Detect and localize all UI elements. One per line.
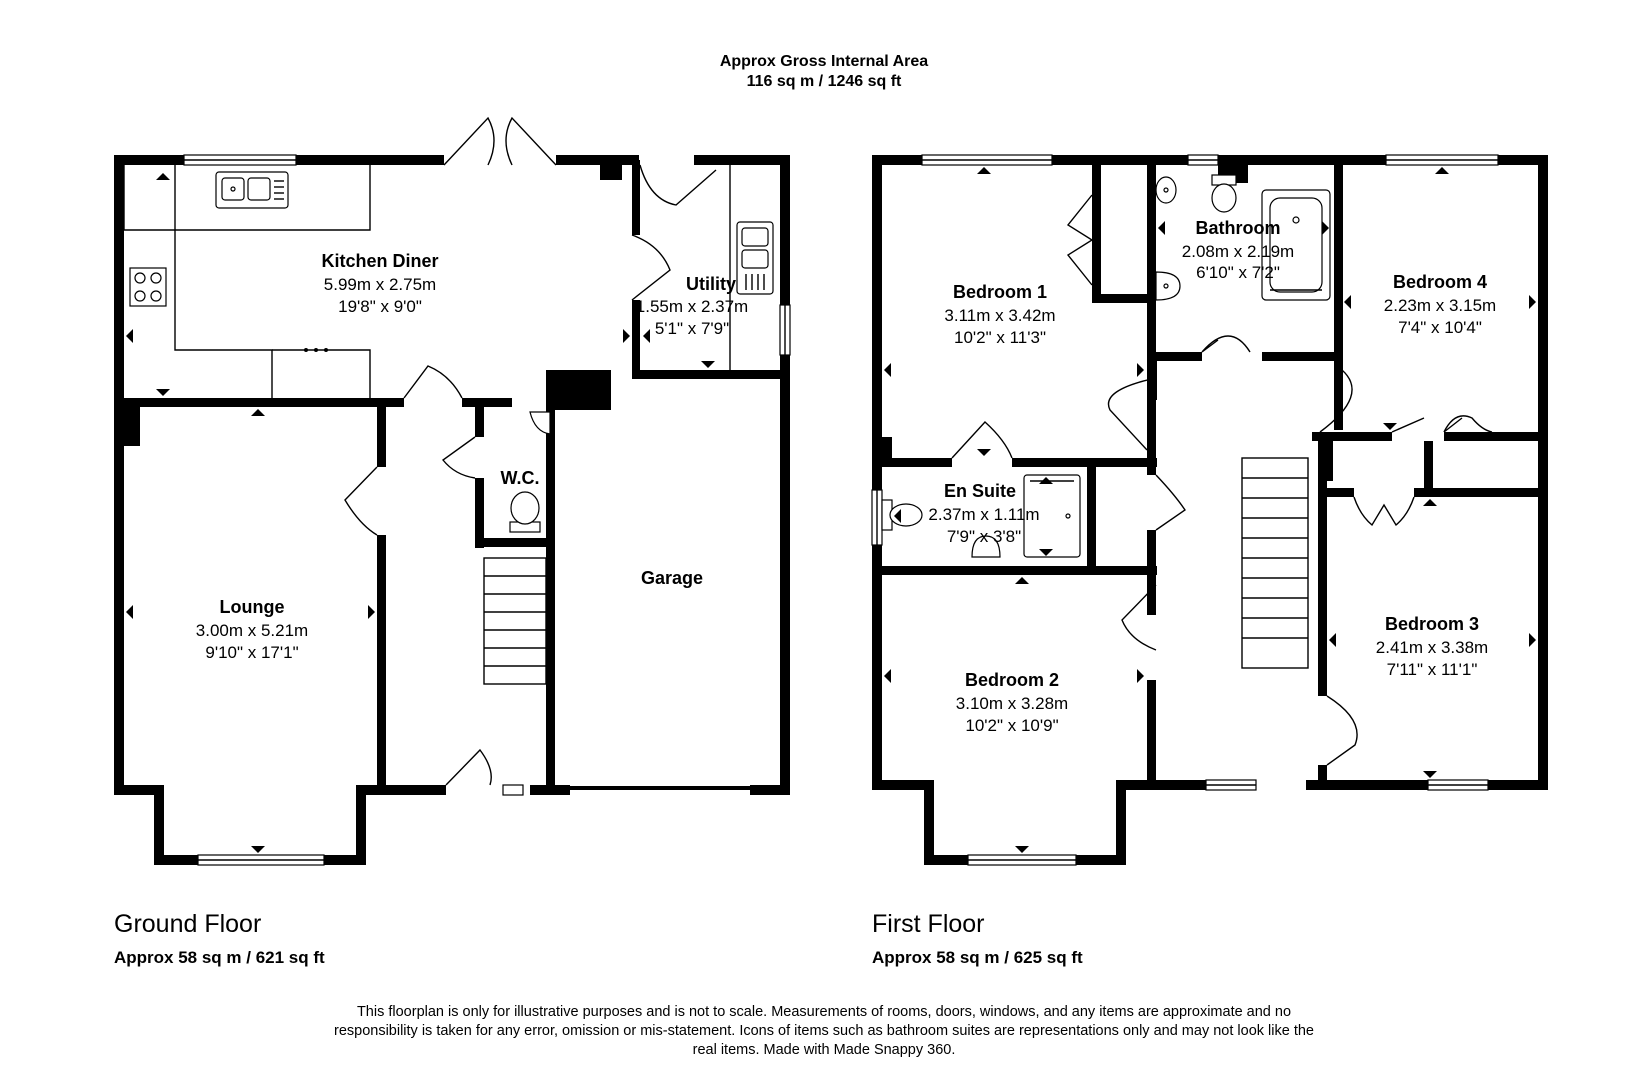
kitchen-diner-label: Kitchen Diner xyxy=(321,251,438,271)
ground-floor-area: Approx 58 sq m / 621 sq ft xyxy=(114,948,325,967)
bedroom-4-metric: 2.23m x 3.15m xyxy=(1384,296,1496,315)
utility-imperial: 5'1" x 7'9" xyxy=(655,319,729,338)
bedroom-3-imperial: 7'11" x 11'1" xyxy=(1387,660,1478,679)
bedroom-3-metric: 2.41m x 3.38m xyxy=(1376,638,1488,657)
gross-area-value: 116 sq m / 1246 sq ft xyxy=(746,73,902,90)
bathroom-imperial: 6'10" x 7'2" xyxy=(1196,263,1280,282)
bedroom-1-label: Bedroom 1 xyxy=(953,282,1047,302)
bathroom-label: Bathroom xyxy=(1196,218,1281,238)
en-suite-label: En Suite xyxy=(944,481,1016,501)
first-floor-title: First Floor xyxy=(872,910,985,938)
bedroom-4-imperial: 7'4" x 10'4" xyxy=(1398,318,1482,337)
bedroom-2-imperial: 10'2" x 10'9" xyxy=(965,716,1058,735)
first-floor-plan: Bedroom 1 3.11m x 3.42m 10'2" x 11'3" Ba… xyxy=(871,154,1548,866)
kitchen-diner-metric: 5.99m x 2.75m xyxy=(324,275,436,294)
gross-area-title: Approx Gross Internal Area xyxy=(719,53,929,70)
utility-metric: 1.55m x 2.37m xyxy=(636,297,748,316)
disclaimer-text: This floorplan is only for illustrative … xyxy=(333,1004,1314,1058)
wc-label: W.C. xyxy=(501,468,540,488)
en-suite-imperial: 7'9" x 3'8" xyxy=(947,527,1021,546)
bedroom-1-metric: 3.11m x 3.42m xyxy=(944,306,1055,325)
bedroom-1-imperial: 10'2" x 11'3" xyxy=(954,328,1046,347)
garage-label: Garage xyxy=(641,568,703,588)
first-floor-area: Approx 58 sq m / 625 sq ft xyxy=(872,948,1083,967)
ground-floor-plan: Kitchen Diner 5.99m x 2.75m 19'8" x 9'0"… xyxy=(114,116,791,866)
bedroom-2-metric: 3.10m x 3.28m xyxy=(956,694,1068,713)
lounge-label: Lounge xyxy=(220,597,285,617)
en-suite-metric: 2.37m x 1.11m xyxy=(928,505,1039,524)
bedroom-2-label: Bedroom 2 xyxy=(965,670,1059,690)
ground-floor-title: Ground Floor xyxy=(114,910,262,938)
kitchen-diner-imperial: 19'8" x 9'0" xyxy=(338,297,422,316)
bedroom-3-label: Bedroom 3 xyxy=(1385,614,1479,634)
lounge-imperial: 9'10" x 17'1" xyxy=(205,643,298,662)
bathroom-metric: 2.08m x 2.19m xyxy=(1182,242,1294,261)
lounge-metric: 3.00m x 5.21m xyxy=(196,621,308,640)
floorplan-drawing: Kitchen Diner 5.99m x 2.75m 19'8" x 9'0"… xyxy=(114,116,1548,866)
utility-label: Utility xyxy=(686,274,736,294)
bedroom-4-label: Bedroom 4 xyxy=(1393,272,1487,292)
